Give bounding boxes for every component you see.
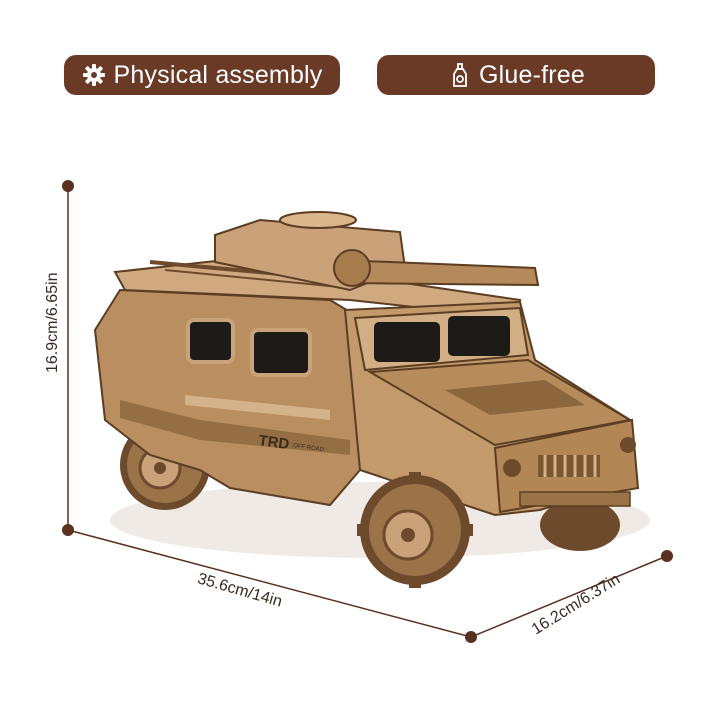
glue-free-label: Glue-free	[478, 60, 585, 89]
glue-bottle-icon	[447, 62, 473, 88]
decal-text: TRD	[257, 432, 290, 453]
side-window-front	[250, 328, 312, 377]
glue-free-badge: Glue-free	[377, 55, 655, 95]
physical-assembly-badge: Physical assembly	[64, 55, 340, 95]
physical-assembly-label: Physical assembly	[113, 60, 323, 89]
width-dimension-line	[470, 550, 673, 638]
far-front-wheel	[540, 499, 620, 551]
wooden-vehicle-model: TRD OFF ROAD	[93, 211, 640, 588]
front-grille	[493, 418, 640, 514]
gear-icon	[81, 62, 107, 88]
windshield-right	[448, 316, 510, 356]
roof-turret	[214, 211, 540, 292]
windshield-left	[374, 322, 440, 362]
decal-subtext: OFF ROAD	[293, 443, 325, 453]
side-window-rear	[186, 318, 235, 364]
height-dimension-label: 16.9cm/6.65in	[44, 272, 61, 373]
front-wheel	[357, 472, 473, 588]
height-dimension-line	[62, 180, 74, 536]
